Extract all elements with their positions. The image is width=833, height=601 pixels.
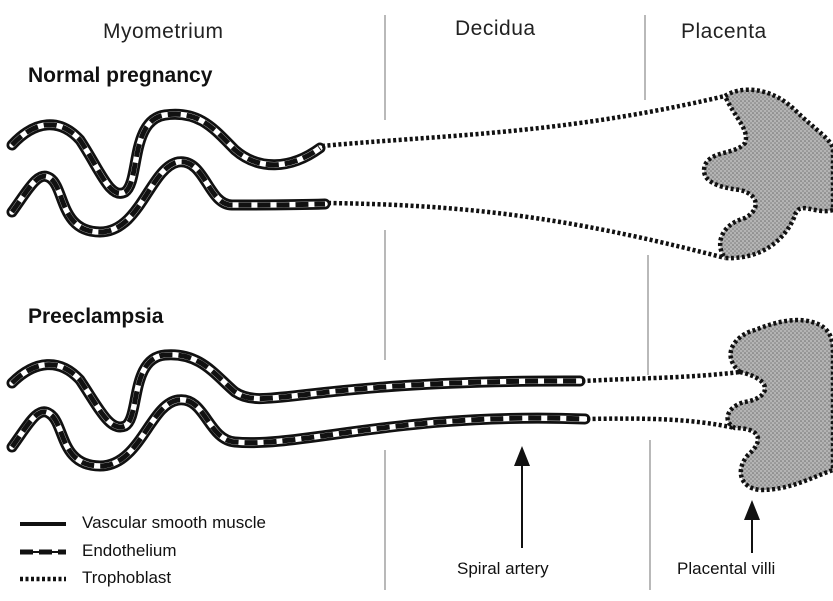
callout-placental-villi: Placental villi xyxy=(677,559,775,579)
normal-lower-wall xyxy=(12,162,325,232)
preeclampsia-placental-villi xyxy=(728,320,833,490)
legend-smooth-muscle-label: Vascular smooth muscle xyxy=(82,513,266,533)
callout-spiral-artery: Spiral artery xyxy=(457,559,549,579)
region-dividers xyxy=(385,15,650,590)
preeclampsia-trophoblast-lower xyxy=(587,419,735,428)
region-label-placenta: Placenta xyxy=(681,20,767,44)
legend-swatches xyxy=(20,524,66,579)
section-title-preeclampsia: Preeclampsia xyxy=(28,305,163,329)
placental-villi-arrow xyxy=(744,500,760,553)
region-label-decidua: Decidua xyxy=(455,17,536,41)
normal-spiral-artery xyxy=(12,96,725,258)
normal-placental-villi xyxy=(704,90,833,258)
section-title-normal: Normal pregnancy xyxy=(28,64,212,88)
preeclampsia-trophoblast-upper xyxy=(582,372,740,381)
preeclampsia-spiral-artery xyxy=(12,355,740,466)
region-label-myometrium: Myometrium xyxy=(103,20,224,44)
legend-endothelium-label: Endothelium xyxy=(82,541,177,561)
normal-trophoblast-lower xyxy=(328,203,725,258)
legend-trophoblast-label: Trophoblast xyxy=(82,568,171,588)
spiral-artery-arrow xyxy=(514,446,530,548)
normal-trophoblast-upper xyxy=(322,96,725,146)
